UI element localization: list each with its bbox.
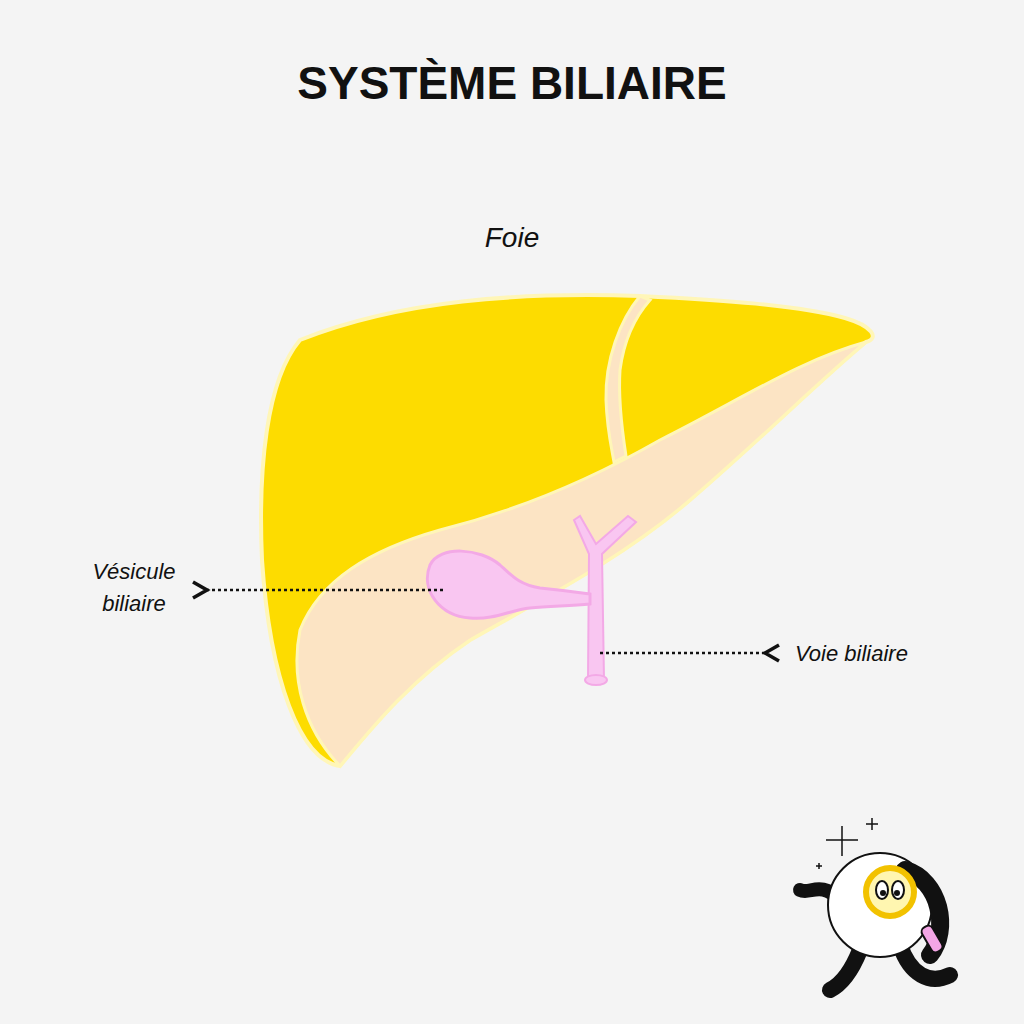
- title: SYSTÈME BILIAIRE: [0, 56, 1024, 110]
- part-label: Voie biliaire: [795, 638, 995, 670]
- mascot: [800, 818, 950, 990]
- leader-line: [600, 652, 765, 655]
- ligament: [606, 296, 650, 462]
- part-label: Vésicule biliaire: [68, 556, 200, 620]
- organ-label: Foie: [412, 218, 612, 259]
- gallbladder: [427, 551, 590, 618]
- leader-line: [207, 589, 443, 592]
- liver-shape: [261, 295, 873, 766]
- liver-underside: [297, 342, 866, 766]
